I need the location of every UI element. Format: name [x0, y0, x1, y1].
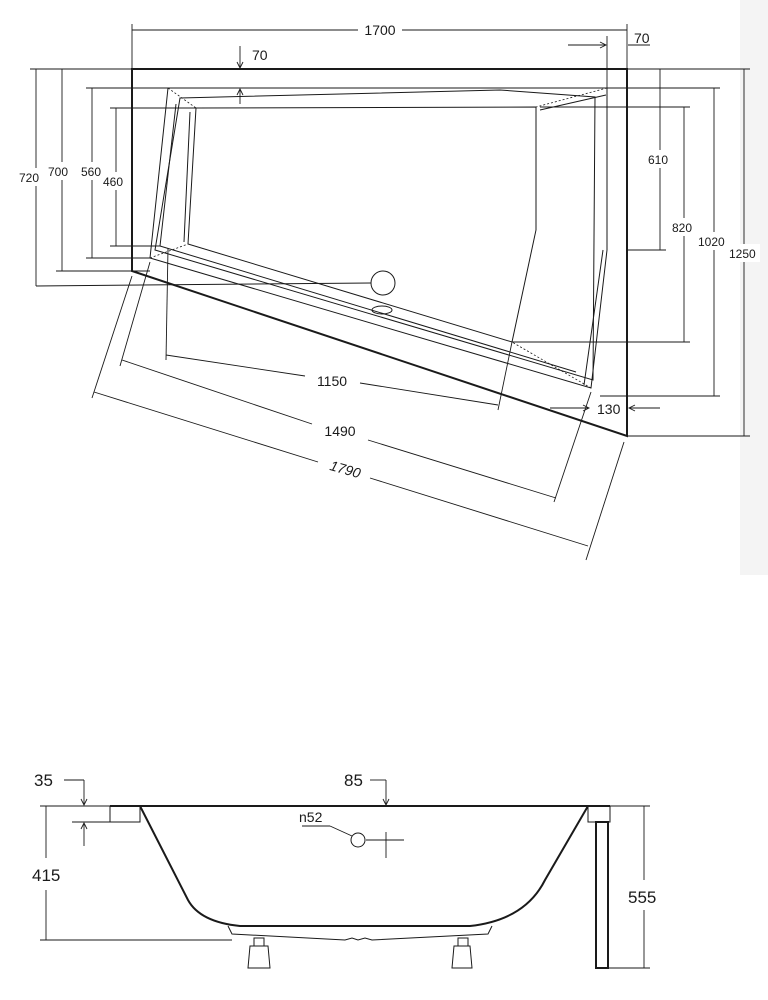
dim-line-1150: [165, 354, 306, 377]
drain-icon: [370, 270, 396, 296]
bevel-corner-tl: [167, 87, 197, 109]
rim-right-lip: [587, 805, 611, 823]
arrowhead: [627, 404, 636, 412]
dim-rim-left-70: 70: [252, 47, 268, 63]
dim-1250: 1250: [729, 247, 756, 261]
ext-line: [585, 441, 625, 561]
dim-rim-right-70: 70: [634, 30, 650, 46]
foot-right: [451, 945, 473, 969]
dim-line-1790: [369, 477, 589, 547]
dim-line-1490: [367, 439, 557, 499]
panel-bottom-edge: [159, 245, 577, 373]
foot-left: [247, 945, 271, 969]
arrowhead: [80, 798, 88, 807]
foot-left-stem: [253, 937, 265, 947]
ext-line: [119, 261, 151, 367]
arrowhead: [236, 61, 244, 70]
dim-820: 820: [672, 221, 692, 235]
dim-overflow-n52: n52: [299, 809, 323, 825]
dim-rim-35: 35: [34, 771, 53, 790]
support-panel: [595, 821, 609, 969]
arrowhead: [236, 87, 244, 96]
rim-left-lip: [109, 805, 141, 823]
rim-outline: [149, 87, 608, 389]
drain-leader: [35, 282, 372, 287]
arrowhead: [599, 41, 608, 49]
bevel-corner-tr: [535, 87, 608, 108]
dim-depth-415: 415: [32, 866, 60, 885]
dim-line-1150: [359, 382, 499, 406]
dim-1150: 1150: [317, 373, 347, 389]
overflow-hole-icon: [350, 832, 366, 848]
rim-inner-edge: [154, 89, 596, 381]
leader-n52: [329, 825, 353, 837]
foot-right-stem: [457, 937, 469, 947]
ext-line: [497, 341, 513, 411]
overflow-outlet-icon: [371, 305, 393, 315]
dim-1700: 1700: [364, 22, 395, 38]
dim-610: 610: [648, 153, 668, 167]
tub-base-pad: [227, 925, 493, 941]
outer-shell: [131, 68, 628, 438]
panel-top-right: [539, 94, 607, 111]
dim-1020: 1020: [698, 235, 725, 249]
dim-1490: 1490: [324, 423, 355, 439]
page-edge-shade: [740, 0, 768, 575]
dim-line-1790: [93, 391, 319, 463]
side-view: n52 35 85 415 555: [32, 771, 656, 969]
tub-body-outline: [139, 805, 589, 927]
bowl-bottom: [187, 106, 537, 343]
dim-700: 700: [48, 165, 68, 179]
dim-1790: 1790: [328, 457, 363, 481]
dim-rim-85: 85: [344, 771, 363, 790]
dim-height-555: 555: [628, 888, 656, 907]
bevel-corner-bl: [149, 243, 189, 259]
arrowhead: [80, 821, 88, 830]
panel-left-edge: [159, 103, 177, 247]
panel-right-edge: [583, 249, 604, 386]
dim-line-1490: [121, 359, 313, 425]
dim-560: 560: [81, 165, 101, 179]
ext-line: [91, 275, 133, 399]
top-view: 1700 70 70 720 700 560 460: [18, 22, 760, 561]
panel-left-inner: [183, 111, 191, 243]
ext-line: [165, 247, 169, 361]
arrowhead: [382, 798, 390, 807]
dim-460: 460: [103, 175, 123, 189]
dim-720: 720: [19, 171, 39, 185]
dim-rim-bottom-130: 130: [597, 401, 621, 417]
ext-line: [553, 391, 592, 503]
